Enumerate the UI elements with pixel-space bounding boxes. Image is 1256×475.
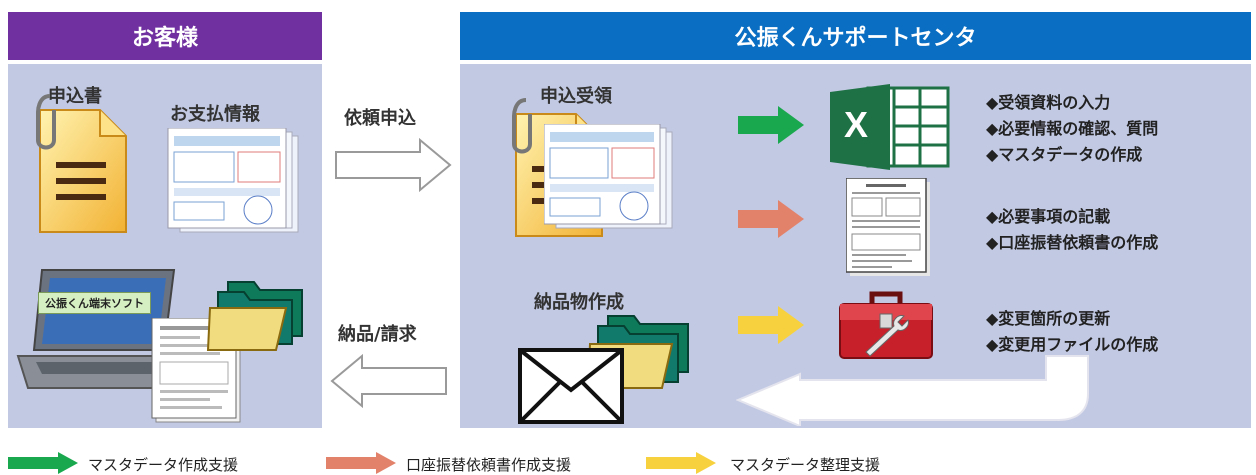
deliver-flow-label: 納品/請求 — [338, 324, 417, 345]
received-payment-form-icon — [544, 124, 673, 229]
task-item: ◆マスタデータの作成 — [986, 145, 1143, 164]
software-tag-label: 公振くん端末ソフト — [45, 297, 144, 310]
salmon-process-arrow — [738, 200, 804, 238]
application-form-label: 申込書 — [48, 86, 102, 107]
yellow-task-list: ◆変更箇所の更新 ◆変更用ファイルの作成 — [986, 306, 1158, 358]
task-item: ◆必要事項の記載 — [986, 207, 1111, 226]
deliver-arrow — [330, 354, 447, 408]
delivery-label: 納品物作成 — [534, 292, 624, 313]
return-arrow — [736, 355, 1089, 426]
support-header-label: 公振くんサポートセンタ — [734, 26, 977, 51]
green-task-list: ◆受領資料の入力 ◆必要情報の確認、質問 ◆マスタデータの作成 — [986, 90, 1158, 168]
request-arrow — [335, 138, 452, 192]
legend-yellow-arrow — [646, 452, 716, 474]
task-item: ◆口座振替依頼書の作成 — [986, 233, 1159, 252]
customer-header: お客様 — [8, 12, 322, 60]
excel-icon: X — [830, 84, 952, 170]
request-flow-label: 依頼申込 — [344, 108, 416, 129]
task-item: ◆必要情報の確認、質問 — [986, 119, 1159, 138]
transfer-form-icon — [846, 178, 930, 276]
toolbox-icon — [839, 291, 933, 359]
customer-header-label: お客様 — [131, 26, 198, 51]
envelope-icon — [518, 348, 624, 424]
yellow-process-arrow — [738, 306, 804, 344]
green-process-arrow — [738, 106, 804, 144]
task-item: ◆受領資料の入力 — [986, 93, 1111, 112]
legend-salmon-label: 口座振替依頼書作成支援 — [406, 456, 572, 474]
legend-salmon-arrow — [326, 452, 396, 474]
salmon-task-list: ◆必要事項の記載 ◆口座振替依頼書の作成 — [986, 204, 1158, 256]
payment-form-icon — [167, 128, 299, 233]
task-item: ◆変更箇所の更新 — [986, 309, 1111, 328]
application-document-icon — [36, 94, 127, 233]
legend-yellow-label: マスタデータ整理支援 — [730, 456, 881, 474]
legend-green-label: マスタデータ作成支援 — [88, 456, 239, 474]
customer-folder-icon — [206, 281, 303, 351]
legend-green-arrow — [8, 452, 78, 474]
receipt-label: 申込受領 — [540, 86, 612, 107]
support-header: 公振くんサポートセンタ — [460, 12, 1251, 60]
task-item: ◆変更用ファイルの作成 — [986, 335, 1159, 354]
payment-info-label: お支払情報 — [170, 104, 260, 125]
software-tag: 公振くん端末ソフト — [38, 292, 151, 314]
excel-letter: X — [844, 104, 869, 145]
